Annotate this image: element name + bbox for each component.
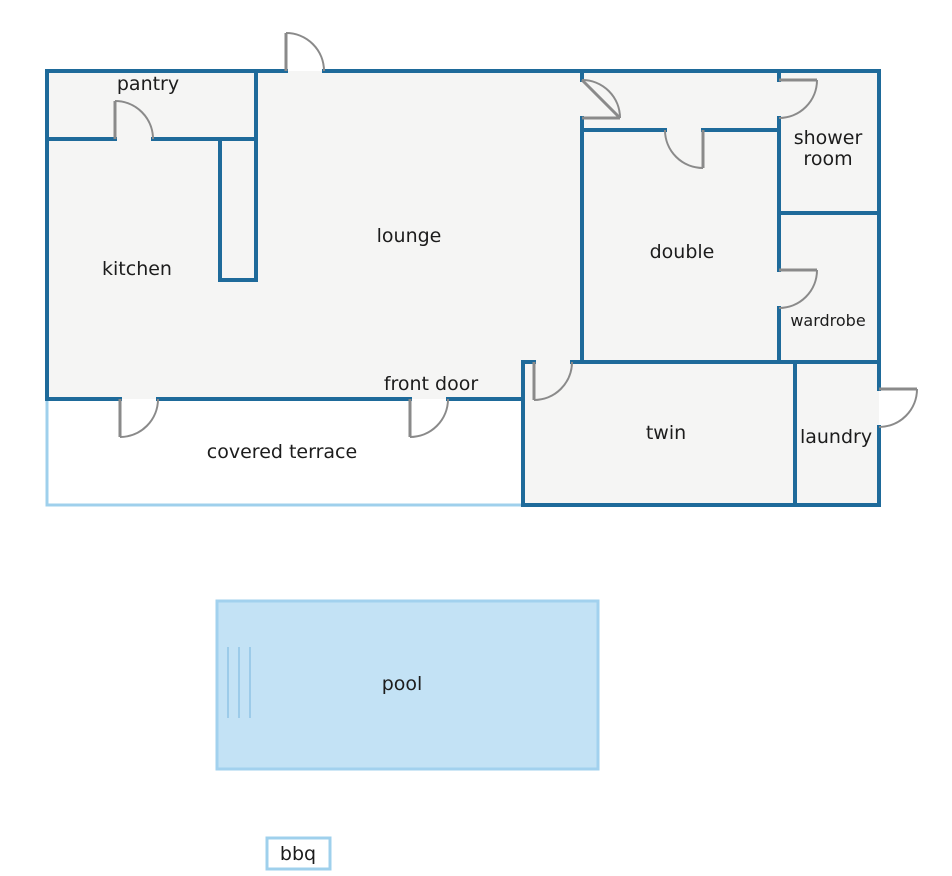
- label-double: double: [650, 241, 715, 263]
- door-shower-room: [778, 78, 818, 119]
- house-floor: [47, 71, 879, 399]
- label-kitchen: kitchen: [102, 258, 172, 280]
- label-bbq: bbq: [280, 843, 316, 865]
- label-shower-line2: room: [803, 148, 852, 170]
- bbq-box: [265, 836, 332, 871]
- label-shower-line1: shower: [794, 127, 863, 149]
- label-front-door: front door: [384, 373, 479, 395]
- label-lounge: lounge: [377, 225, 442, 247]
- label-twin: twin: [646, 422, 686, 444]
- door-twin: [532, 361, 573, 401]
- interior-walls: [45, 69, 881, 507]
- covered-terrace-outline: [45, 399, 523, 507]
- door-front: [408, 398, 449, 438]
- door-lounge-top: [284, 32, 325, 72]
- door-wardrobe: [778, 268, 818, 309]
- door-kitchen-terrace: [118, 398, 159, 438]
- door-hallway: [580, 78, 622, 120]
- label-laundry: laundry: [800, 426, 872, 448]
- label-pool: pool: [382, 673, 423, 695]
- pool-steps: [227, 647, 251, 718]
- lower-wing-floor: [523, 362, 879, 505]
- door-double: [664, 129, 705, 169]
- exterior-walls: [45, 69, 881, 507]
- label-pantry: pantry: [117, 73, 179, 95]
- pool-shape: [215, 599, 600, 771]
- door-pantry: [113, 100, 154, 140]
- label-covered-terrace: covered terrace: [207, 441, 357, 463]
- door-laundry: [878, 387, 918, 428]
- label-wardrobe: wardrobe: [790, 311, 865, 330]
